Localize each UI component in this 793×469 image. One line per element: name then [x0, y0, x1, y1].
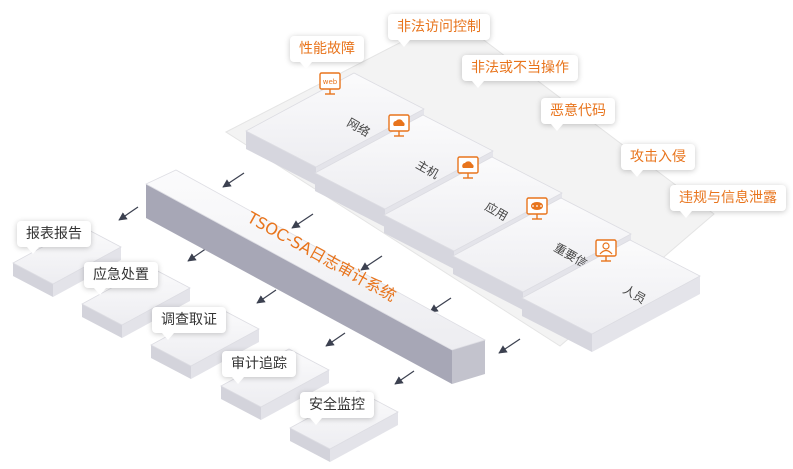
- output-label-2: 应急处置: [84, 262, 158, 295]
- flow-arrow-out: [394, 370, 415, 385]
- source-block-front-face: [522, 298, 592, 352]
- output-label-1: 报表报告: [17, 221, 91, 254]
- output-block-front-face: [290, 428, 330, 462]
- output-block-side-face: [330, 412, 398, 462]
- flow-arrow-out: [118, 206, 139, 221]
- web-icon-text: web: [323, 78, 338, 86]
- output-label-5: 安全监控: [300, 392, 374, 425]
- flow-arrow-in: [498, 338, 521, 354]
- flow-arrow-in: [291, 213, 314, 229]
- chat-monitor-icon: [526, 197, 548, 220]
- flow-arrow-in: [360, 255, 383, 271]
- source-block-front-face: [246, 131, 316, 185]
- source-block-front-face: [453, 256, 523, 310]
- source-block-top-face: [245, 72, 425, 168]
- cloud-monitor-icon: [457, 156, 479, 179]
- flow-arrow-out: [256, 289, 277, 304]
- source-block-top-face: [383, 156, 563, 252]
- flow-arrow-in: [429, 297, 452, 313]
- web-icon: web: [319, 72, 341, 95]
- flow-arrow-out: [187, 247, 208, 262]
- output-block-front-face: [82, 304, 122, 338]
- threat-callout-3: 非法或不当操作: [462, 55, 578, 88]
- threat-callout-6: 违规与信息泄露: [670, 185, 786, 218]
- output-block-front-face: [221, 386, 261, 420]
- tsoc-sa-system-front-face: [146, 184, 452, 384]
- cloud-monitor-icon: [388, 114, 410, 137]
- source-block-top-face: [521, 239, 701, 335]
- output-label-3: 调查取证: [152, 307, 226, 340]
- output-block-side-face: [261, 370, 329, 420]
- source-block-front-face: [384, 215, 454, 269]
- output-block-4: [220, 348, 330, 420]
- user-monitor-icon: [595, 239, 617, 262]
- threat-callout-4: 恶意代码: [541, 98, 615, 131]
- threat-callout-5: 攻击入侵: [621, 144, 695, 177]
- threat-callout-2: 非法访问控制: [388, 14, 490, 47]
- source-block-side-face: [592, 276, 700, 352]
- source-block-top-face: [452, 197, 632, 293]
- threat-callout-1: 性能故障: [290, 36, 364, 69]
- flow-arrow-in: [222, 172, 245, 188]
- tsoc-sa-system-top-face: [145, 169, 487, 351]
- output-block-front-face: [151, 345, 191, 379]
- source-block-front-face: [315, 173, 385, 227]
- tsoc-sa-system-end-face: [452, 340, 485, 384]
- output-block-front-face: [13, 263, 53, 297]
- source-block-top-face: [314, 114, 494, 210]
- source-block-5: 人员: [521, 239, 701, 352]
- flow-arrow-out: [325, 332, 346, 347]
- output-label-4: 审计追踪: [222, 351, 296, 384]
